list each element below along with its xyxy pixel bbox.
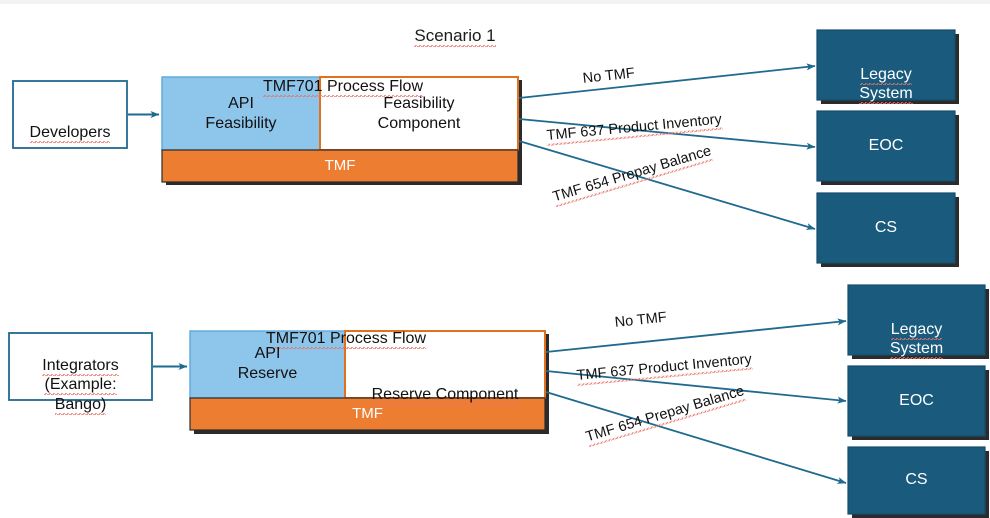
tmf-platform-bar-label-2: TMF [352,405,383,422]
flow-title-2: TMF701 Process Flow [265,329,427,349]
tmf-platform-bar-1[interactable] [161,149,519,183]
connector-no-tmf-2 [545,318,847,353]
reserve-component-label: Reserve Component [371,385,519,405]
target-box-legacy-system-label-2: Legacy System [889,320,944,360]
feasibility-component-label: Feasibility Component [377,95,461,132]
flow-title-1: TMF701 Process Flow [262,77,424,97]
target-box-cs-1[interactable] [816,192,956,264]
target-box-eoc-label-2: EOC [899,392,934,409]
source-box-integrators-label: Integrators (Example: Bango) [42,356,119,415]
target-box-legacy-system-label-1: Legacy System [859,65,913,105]
connector-no-tmf-1 [518,63,816,99]
api-feasibility-label: API Feasibility [205,95,277,132]
tmf-platform-bar-label-1: TMF [324,157,356,174]
target-box-cs-label-2: CS [905,471,928,488]
source-box-developers-label: Developers [29,123,111,143]
target-box-eoc-2[interactable] [847,365,986,437]
target-box-cs-2[interactable] [847,446,986,515]
connector-tmf654-2 [545,391,847,484]
page-title: Scenario 1 [414,25,496,47]
api-reserve-label: API Reserve [237,345,298,382]
connector-tmf654-1 [518,140,816,230]
top-edge-strip [0,0,990,4]
target-box-eoc-label-1: EOC [868,137,904,154]
target-box-cs-label-1: CS [874,219,898,236]
target-box-eoc-1[interactable] [816,110,956,182]
